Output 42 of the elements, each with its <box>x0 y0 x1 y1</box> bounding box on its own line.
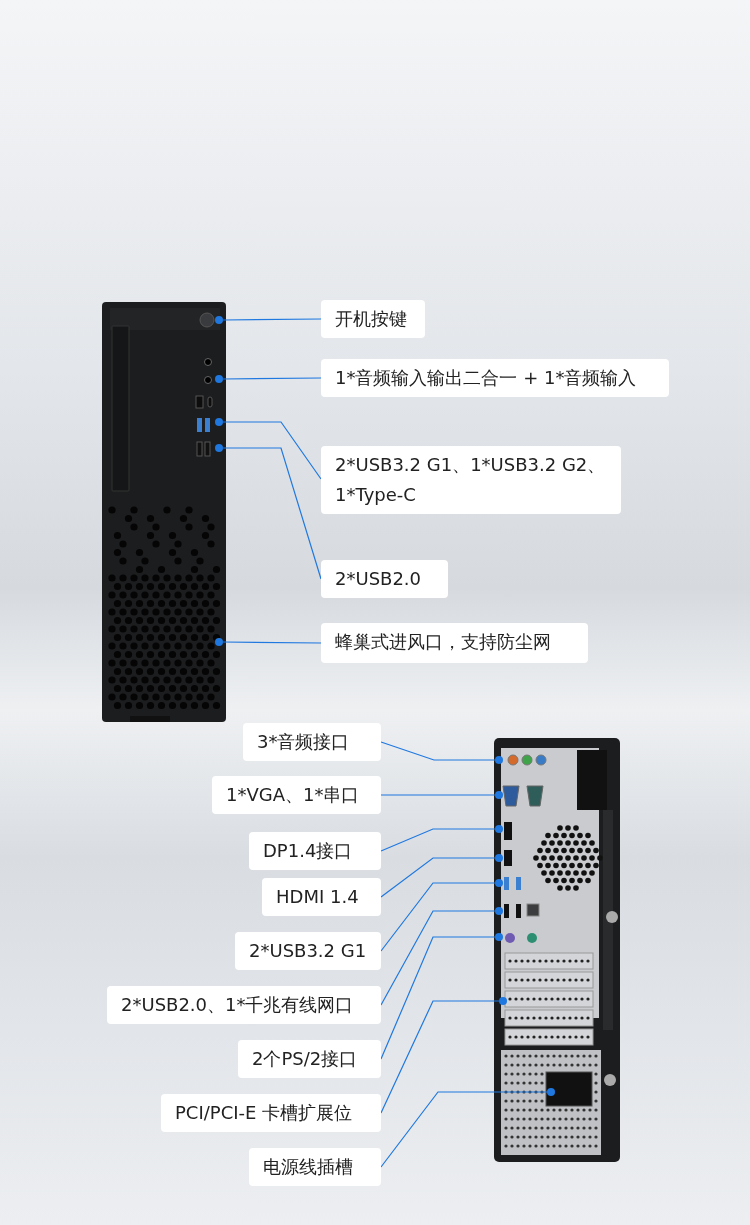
label-box: 1*音频输入输出二合一 + 1*音频输入 <box>321 359 669 397</box>
marker-dot <box>215 418 223 426</box>
leader-line <box>380 828 496 852</box>
marker-dot <box>495 791 503 799</box>
leader-line <box>380 794 496 796</box>
label-box: DP1.4接口 <box>249 832 381 870</box>
marker-dot <box>495 854 503 862</box>
marker-dot <box>495 756 503 764</box>
leader-line <box>380 1091 548 1168</box>
label-box: 2*USB3.2 G1、1*USB3.2 G2、1*Type-C <box>321 446 621 514</box>
marker-dot <box>495 933 503 941</box>
leader-line <box>380 882 496 952</box>
label-box: 2*USB3.2 G1 <box>235 932 381 970</box>
leader-line <box>380 741 496 761</box>
leader-line <box>380 910 496 1006</box>
marker-dot <box>215 316 223 324</box>
marker-dot <box>547 1088 555 1096</box>
label-box: 蜂巢式进风口，支持防尘网 <box>321 623 588 663</box>
leader-line <box>380 1000 500 1114</box>
leader-line <box>222 641 322 644</box>
marker-dot <box>495 879 503 887</box>
marker-dot <box>495 907 503 915</box>
label-box: 2个PS/2接口 <box>238 1040 381 1078</box>
leader-line <box>380 857 496 898</box>
marker-dot <box>215 444 223 452</box>
label-box: 2*USB2.0、1*千兆有线网口 <box>107 986 381 1024</box>
label-box: 电源线插槽 <box>249 1148 381 1186</box>
leader-line <box>222 421 322 480</box>
marker-dot <box>495 825 503 833</box>
label-box: HDMI 1.4 <box>262 878 381 916</box>
leader-line <box>380 936 496 1060</box>
marker-dot <box>215 375 223 383</box>
leader-line <box>222 377 322 380</box>
label-box: 2*USB2.0 <box>321 560 448 598</box>
marker-dot <box>215 638 223 646</box>
label-box: 1*VGA、1*串口 <box>212 776 381 814</box>
leader-line <box>222 447 322 580</box>
label-box: 3*音频接口 <box>243 723 381 761</box>
label-box: 开机按键 <box>321 300 425 338</box>
marker-dot <box>499 997 507 1005</box>
leader-line <box>222 318 322 321</box>
label-box: PCI/PCI-E 卡槽扩展位 <box>161 1094 381 1132</box>
